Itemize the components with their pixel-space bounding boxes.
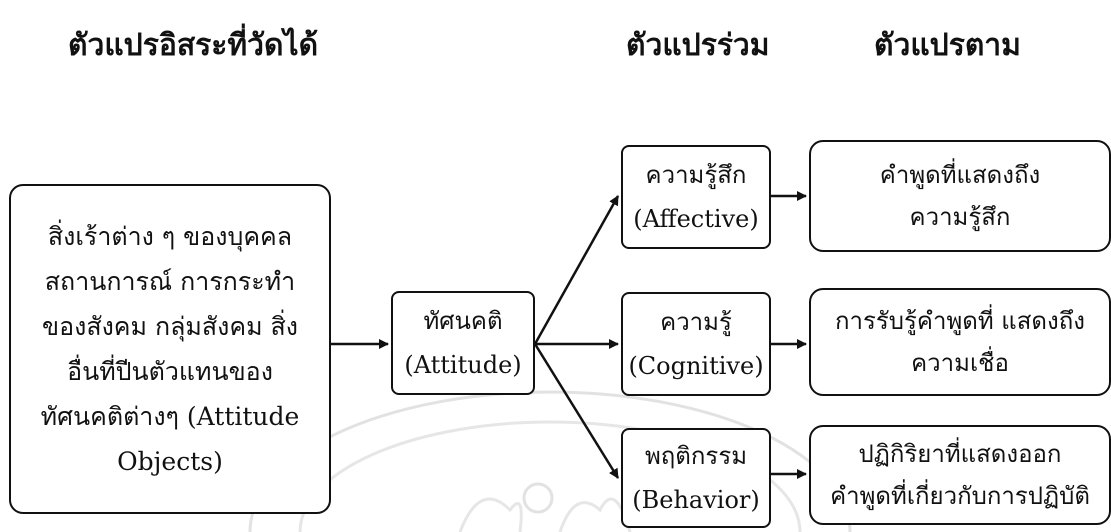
header-intervening-variables: ตัวแปรร่วม — [626, 28, 770, 63]
affective-label-english: (Affective) — [633, 205, 759, 233]
affective-box: ความรู้สึก (Affective) — [621, 145, 771, 249]
stimuli-line: สิ่งเร้าต่าง ๆ ของบุคคล — [47, 222, 293, 251]
behavior-label-thai: พฤติกรรม — [644, 442, 748, 470]
behavior-label-english: (Behavior) — [632, 486, 760, 514]
header-independent-variables: ตัวแปรอิสระที่วัดได้ — [68, 28, 319, 63]
behavior-response-line: คำพูดที่เกี่ยวกับการปฏิบัติ — [830, 482, 1090, 510]
attitude-label-english: (Attitude) — [404, 351, 522, 379]
attitude-box: ทัศนคติ (Attitude) — [391, 291, 535, 395]
arrow-attitude-to-affective — [533, 195, 620, 345]
arrow-attitude-to-behavior — [533, 343, 620, 479]
affective-response-box: คำพูดที่แสดงถึง ความรู้สึก — [809, 140, 1111, 252]
behavior-box: พฤติกรรม (Behavior) — [621, 428, 771, 528]
stimuli-box: สิ่งเร้าต่าง ๆ ของบุคคล สถานการณ์ การกระ… — [9, 184, 331, 514]
stimuli-line: ทัศนคติต่างๆ (Attitude — [40, 402, 300, 431]
cognitive-box: ความรู้ (Cognitive) — [621, 292, 771, 396]
affective-response-line: คำพูดที่แสดงถึง — [879, 161, 1041, 189]
stimuli-line: ของสังคม กลุ่มสังคม สิ่ง — [42, 312, 298, 341]
cognitive-label-english: (Cognitive) — [628, 352, 764, 380]
cognitive-response-line: ความเชื่อ — [911, 349, 1009, 377]
behavior-response-line: ปฏิกิริยาที่แสดงออก — [858, 440, 1062, 468]
cognitive-label-thai: ความรู้ — [660, 308, 732, 336]
cognitive-response-box: การรับรู้คำพูดที่ แสดงถึง ความเชื่อ — [809, 288, 1111, 396]
stimuli-line: สถานการณ์ การกระทำ — [44, 267, 296, 296]
affective-label-thai: ความรู้สึก — [645, 161, 747, 189]
stimuli-line: อื่นที่ปีนตัวแทนของ — [67, 357, 273, 386]
cognitive-response-line: การรับรู้คำพูดที่ แสดงถึง — [835, 307, 1085, 335]
behavior-response-box: ปฏิกิริยาที่แสดงออก คำพูดที่เกี่ยวกับการ… — [809, 425, 1111, 525]
affective-response-line: ความรู้สึก — [909, 203, 1011, 231]
header-dependent-variables: ตัวแปรตาม — [874, 28, 1021, 63]
attitude-label-thai: ทัศนคติ — [423, 307, 503, 335]
stimuli-line: Objects) — [117, 447, 223, 476]
